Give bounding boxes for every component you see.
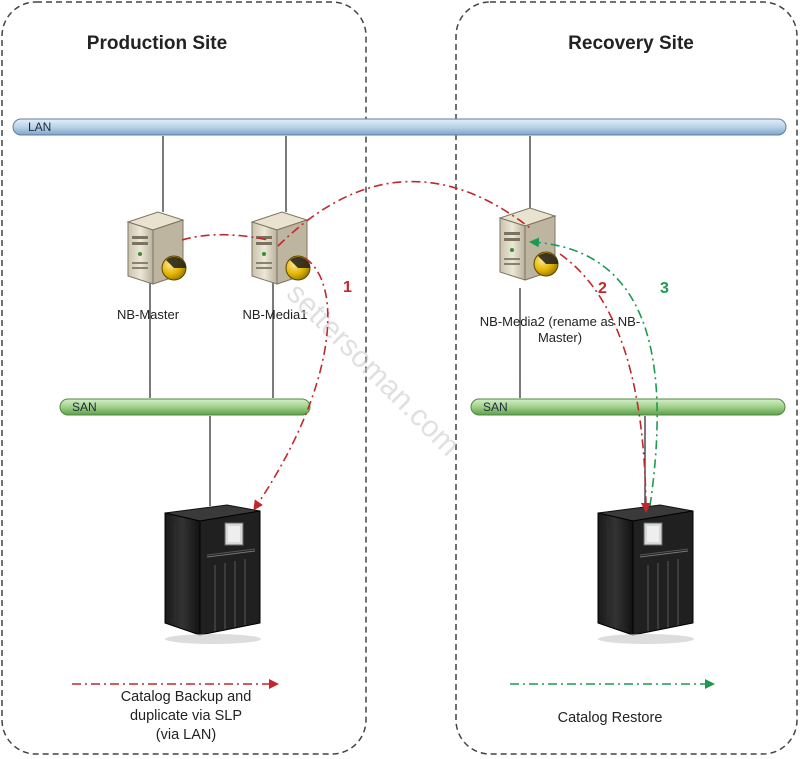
san-left-label: SAN [72,400,97,414]
nb-media1-label: NB-Media1 [242,307,307,322]
legend-restore-text: Catalog Restore [558,710,663,726]
backup-flow-step1 [253,257,329,511]
step-number-2: 2 [598,280,607,297]
lan-bus: LAN [12,118,787,136]
step-number-3: 3 [660,280,669,297]
recovery-site-boundary [455,1,798,755]
step-number-1: 1 [343,279,352,296]
watermark-text: settersoman.com [280,277,466,463]
tape-library-icon [164,504,261,644]
server-icon [250,211,311,285]
nb-media2-label-line1: NB-Media2 (rename as NB- [480,314,640,329]
recovery-site-title: Recovery Site [568,33,694,54]
restore-flow-step3 [529,237,658,507]
backup-flow-to-recovery [277,180,531,247]
backup-flow-master-to-media1 [181,233,269,241]
server-icon [498,207,559,281]
legend-backup-text-line2: duplicate via SLP [130,708,242,724]
production-site-boundary [1,1,367,755]
connector-lines [149,136,646,506]
legend-backup-text-line1: Catalog Backup and [121,689,252,705]
legend-backup-text-line3: (via LAN) [156,727,216,743]
nb-media2-label-line2: Master) [538,330,582,345]
lan-label: LAN [28,120,51,134]
server-icon [126,211,187,285]
san-right-label: SAN [483,400,508,414]
production-site-title: Production Site [87,33,227,54]
tape-library-icon [597,504,694,644]
san-bus-production: SAN [59,398,311,416]
nb-master-label: NB-Master [117,307,180,322]
san-bus-recovery: SAN [470,398,786,416]
